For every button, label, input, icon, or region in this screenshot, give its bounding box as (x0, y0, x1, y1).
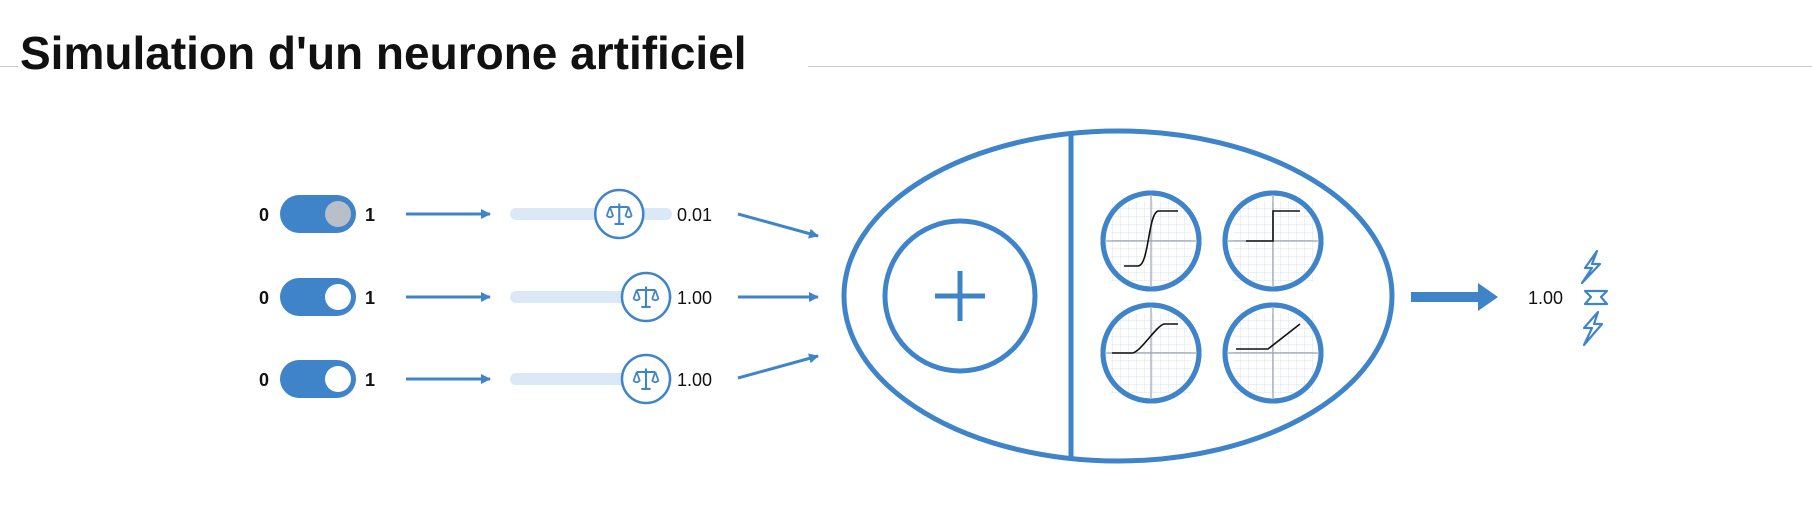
slider-thumb[interactable] (620, 353, 672, 405)
title-divider-right (808, 66, 1812, 67)
slider-thumb[interactable] (594, 188, 645, 240)
toggle-knob (325, 201, 351, 227)
output-arrow (1411, 283, 1498, 311)
step-function-icon (1246, 210, 1300, 242)
toggle-on-label: 1 (365, 370, 375, 390)
toggle-knob (325, 366, 351, 392)
activation-relu-button[interactable] (1222, 302, 1324, 404)
weight-slider-2[interactable] (510, 271, 672, 323)
slider-thumb[interactable] (620, 271, 672, 323)
linear-saturated-icon (1112, 323, 1178, 354)
arrow-weight-3-to-neuron (737, 353, 819, 380)
toggle-off-label: 0 (259, 370, 269, 390)
sum-node (882, 218, 1038, 374)
input-toggle-1[interactable] (280, 195, 356, 233)
input-toggle-3[interactable] (280, 360, 356, 398)
toggle-off-label: 0 (259, 205, 269, 225)
relu-icon (1236, 323, 1301, 350)
page-title: Simulation d'un neurone artificiel (20, 27, 747, 79)
toggle-on-label: 1 (365, 205, 375, 225)
toggle-on-label: 1 (365, 288, 375, 308)
weight-value-1: 0.01 (677, 205, 712, 225)
weight-slider-3[interactable] (510, 353, 672, 405)
activation-step-button[interactable] (1222, 190, 1324, 292)
toggle-off-label: 0 (259, 288, 269, 308)
title-divider-left (0, 66, 18, 67)
weight-value-3: 1.00 (677, 370, 712, 390)
activation-sigmoid-button[interactable] (1100, 190, 1202, 292)
neuron-body (841, 128, 1395, 464)
slider-track (510, 208, 672, 220)
activation-linear-saturated-button[interactable] (1100, 302, 1202, 404)
sigmoid-curve-icon (1124, 210, 1178, 267)
weight-slider-1[interactable] (510, 188, 672, 240)
toggle-knob (325, 284, 351, 310)
plus-icon (935, 271, 985, 321)
input-toggle-2[interactable] (280, 278, 356, 316)
lightning-bolt-icon (1580, 249, 1609, 347)
output-value: 1.00 (1528, 288, 1563, 308)
arrow-weight-1-to-neuron (737, 212, 819, 239)
weight-value-2: 1.00 (677, 288, 712, 308)
